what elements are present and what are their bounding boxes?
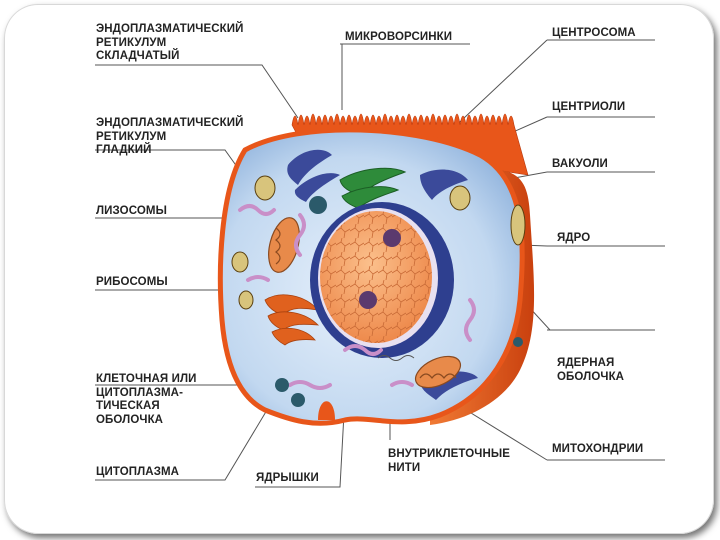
label-microvilli: МИКРОВОРСИНКИ [345,31,452,45]
label-nuclear-envelope: ЯДЕРНАЯ ОБОЛОЧКА [557,357,624,384]
label-vacuoles: ВАКУОЛИ [552,158,608,172]
label-nucleus: ЯДРО [557,232,590,246]
nucleolus [383,229,401,247]
label-cell-membrane: КЛЕТОЧНАЯ ИЛИ ЦИТОПЛАЗМА- ТИЧЕСКАЯ ОБОЛО… [96,373,197,427]
label-lysosomes: ЛИЗОСОМЫ [96,205,167,219]
label-er-rough: ЭНДОПЛАЗМАТИЧЕСКИЙ РЕТИКУЛУМ СКЛАДЧАТЫЙ [96,23,243,64]
label-ribosomes: РИБОСОМЫ [96,276,168,290]
nucleolus [359,291,377,309]
label-cytoplasm: ЦИТОПЛАЗМА [96,466,179,480]
nucleus [310,202,454,358]
label-er-smooth: ЭНДОПЛАЗМАТИЧЕСКИЙ РЕТИКУЛУМ ГЛАДКИЙ [96,117,243,158]
label-centrosome: ЦЕНТРОСОМА [552,27,636,41]
label-centrioles: ЦЕНТРИОЛИ [552,101,625,115]
label-filaments: ВНУТРИКЛЕТОЧНЫЕ НИТИ [388,448,510,475]
label-nucleoli: ЯДРЫШКИ [256,472,319,486]
label-mitochondria: МИТОХОНДРИИ [552,443,643,457]
